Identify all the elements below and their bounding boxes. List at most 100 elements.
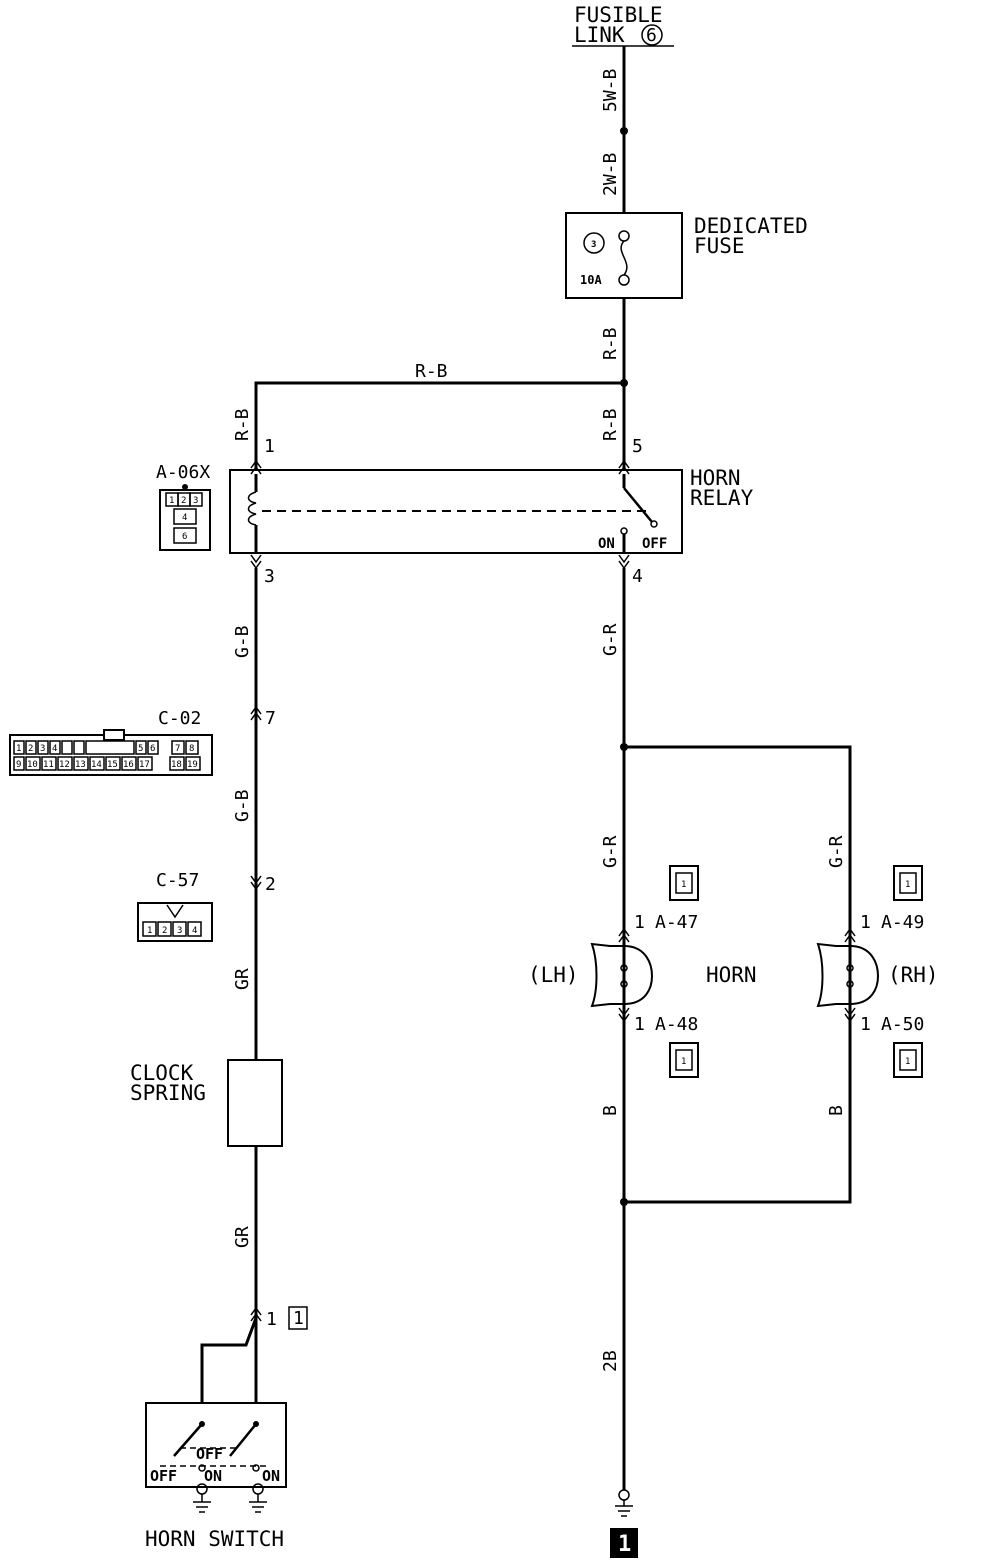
fusible-link: FUSIBLE LINK 6: [572, 3, 674, 47]
a50-pin: 1: [860, 1014, 871, 1035]
a06x-pin-2: 2: [181, 496, 186, 506]
fuse-number: 3: [591, 240, 596, 250]
relay-pin-3: 3: [264, 566, 275, 587]
connector-a49-label: A-49: [881, 912, 924, 933]
svg-text:4: 4: [52, 744, 57, 754]
svg-text:2: 2: [28, 744, 33, 754]
svg-text:16: 16: [123, 760, 134, 770]
c57-pin-label-1: 1: [147, 926, 152, 936]
c57-pin-label-4: 4: [192, 926, 197, 936]
c57-pin-label-3: 3: [177, 926, 182, 936]
connector-a50-icon-number: 1: [905, 1057, 910, 1067]
connector-c02-latch: [103, 729, 125, 741]
wire-label-rb-right: R-B: [600, 408, 621, 441]
svg-text:5: 5: [138, 744, 143, 754]
wire-label-5wb: 5W-B: [600, 69, 621, 112]
wire-label-2b: 2B: [600, 1350, 621, 1372]
horn-switch-off-top: OFF: [196, 1445, 223, 1463]
c02-pin-7-arrow: [250, 705, 262, 721]
relay-pin-5-arrow: [618, 459, 630, 475]
connector-a49-icon: [893, 865, 923, 901]
fuse-element: [620, 240, 628, 276]
a49-pin: 1: [860, 912, 871, 933]
wire-label-gr-lh: G-R: [600, 835, 621, 868]
a47-pin: 1: [634, 912, 645, 933]
svg-text:9: 9: [16, 760, 21, 770]
relay-pin-1: 1: [264, 436, 275, 457]
relay-on-label: ON: [598, 536, 615, 552]
clock-spring-line1: CLOCK: [130, 1061, 194, 1085]
relay-contact-arm: [623, 487, 653, 523]
relay-pin-1-arrow: [250, 459, 262, 475]
relay-pin-3-arrow: [250, 554, 262, 570]
connector-a47-icon: [669, 865, 699, 901]
connector-a47-icon-number: 1: [681, 880, 686, 890]
horn-relay-box: [229, 469, 683, 554]
connector-c57-latch: [166, 904, 184, 919]
horn-switch-arm-right: [229, 1423, 257, 1457]
svg-text:10: 10: [27, 760, 38, 770]
svg-text:11: 11: [43, 760, 54, 770]
connector-a49-icon-number: 1: [905, 880, 910, 890]
connector-a06x-label: A-06X: [156, 462, 210, 483]
wire-label-b-lh: B: [600, 1105, 621, 1116]
svg-text:14: 14: [91, 760, 102, 770]
horn-switch: OFF OFF ON ON HORN SWITCH: [145, 1402, 287, 1551]
svg-text:12: 12: [59, 760, 70, 770]
connector-c02-label: C-02: [158, 708, 201, 729]
fusible-link-number: 6: [646, 25, 657, 46]
dedicated-fuse: 3 10A DEDICATED FUSE: [565, 212, 808, 299]
svg-text:13: 13: [75, 760, 86, 770]
horn-rh-body: [816, 942, 880, 1008]
svg-text:18: 18: [171, 760, 182, 770]
svg-text:7: 7: [175, 744, 180, 754]
svg-text:17: 17: [139, 760, 150, 770]
svg-text:8: 8: [189, 744, 194, 754]
connector-a50-icon: [893, 1042, 923, 1078]
c57-pin-2: 2: [265, 874, 276, 895]
connector-c57-label: C-57: [156, 870, 199, 891]
ground-number: 1: [618, 1532, 631, 1557]
connector-c57: C-57 1 2 3 4: [137, 870, 213, 942]
wire-label-gr-lower: GR: [232, 1226, 253, 1248]
connector-a48-label: A-48: [655, 1014, 698, 1035]
fusible-link-line2: LINK: [574, 23, 625, 47]
a06x-pin-6: 6: [182, 532, 187, 542]
wire-label-gb-upper: G-B: [232, 625, 253, 658]
wire-label-gr-rh: G-R: [826, 835, 847, 868]
connector-a48-icon: [669, 1042, 699, 1078]
svg-text:19: 19: [187, 760, 198, 770]
relay-off-label: OFF: [642, 536, 667, 552]
c02-pin-7: 7: [265, 708, 276, 729]
horn-switch-on-right: ON: [262, 1467, 280, 1485]
connector-a50-label: A-50: [881, 1014, 924, 1035]
relay-contact-off: [650, 520, 658, 528]
dedicated-fuse-line2: FUSE: [694, 234, 745, 258]
clock-spring-line2: SPRING: [130, 1081, 206, 1105]
horn-switch-label: HORN SWITCH: [145, 1527, 284, 1551]
relay-pin-4: 4: [632, 566, 643, 587]
splice-ground: [620, 1198, 628, 1206]
connector-a48-icon-number: 1: [681, 1057, 686, 1067]
clock-spring: CLOCK SPRING: [130, 1059, 283, 1147]
clock-spring-box: [227, 1059, 283, 1147]
wire-label-rb-left: R-B: [232, 408, 253, 441]
switch-pin-box: [288, 1306, 308, 1330]
horn-relay-line2: RELAY: [690, 486, 754, 510]
wire-label-gr-right: G-R: [600, 623, 621, 656]
connector-c02-row1: 1 2 3 4 5 6 7 8: [13, 740, 199, 755]
switch-pin-1-arrow: [250, 1306, 262, 1322]
wire-label-rb-top: R-B: [415, 361, 448, 382]
horn-rh-label: (RH): [888, 963, 939, 987]
horn-relay: 1 5 ON OFF 3 4 HORN RELAY: [229, 436, 754, 587]
ground-main: 1: [610, 1489, 638, 1558]
fusible-link-number-circle: [641, 24, 663, 46]
wire-switch-branch: [200, 1317, 258, 1425]
relay-coil: [247, 491, 257, 526]
horn-label: HORN: [706, 963, 757, 987]
connector-a47-label: A-47: [655, 912, 698, 933]
wire-label-2wb: 2W-B: [600, 153, 621, 196]
connector-a06x: A-06X 1 2 3 4 6: [156, 462, 211, 551]
horn-relay-line1: HORN: [690, 466, 741, 490]
